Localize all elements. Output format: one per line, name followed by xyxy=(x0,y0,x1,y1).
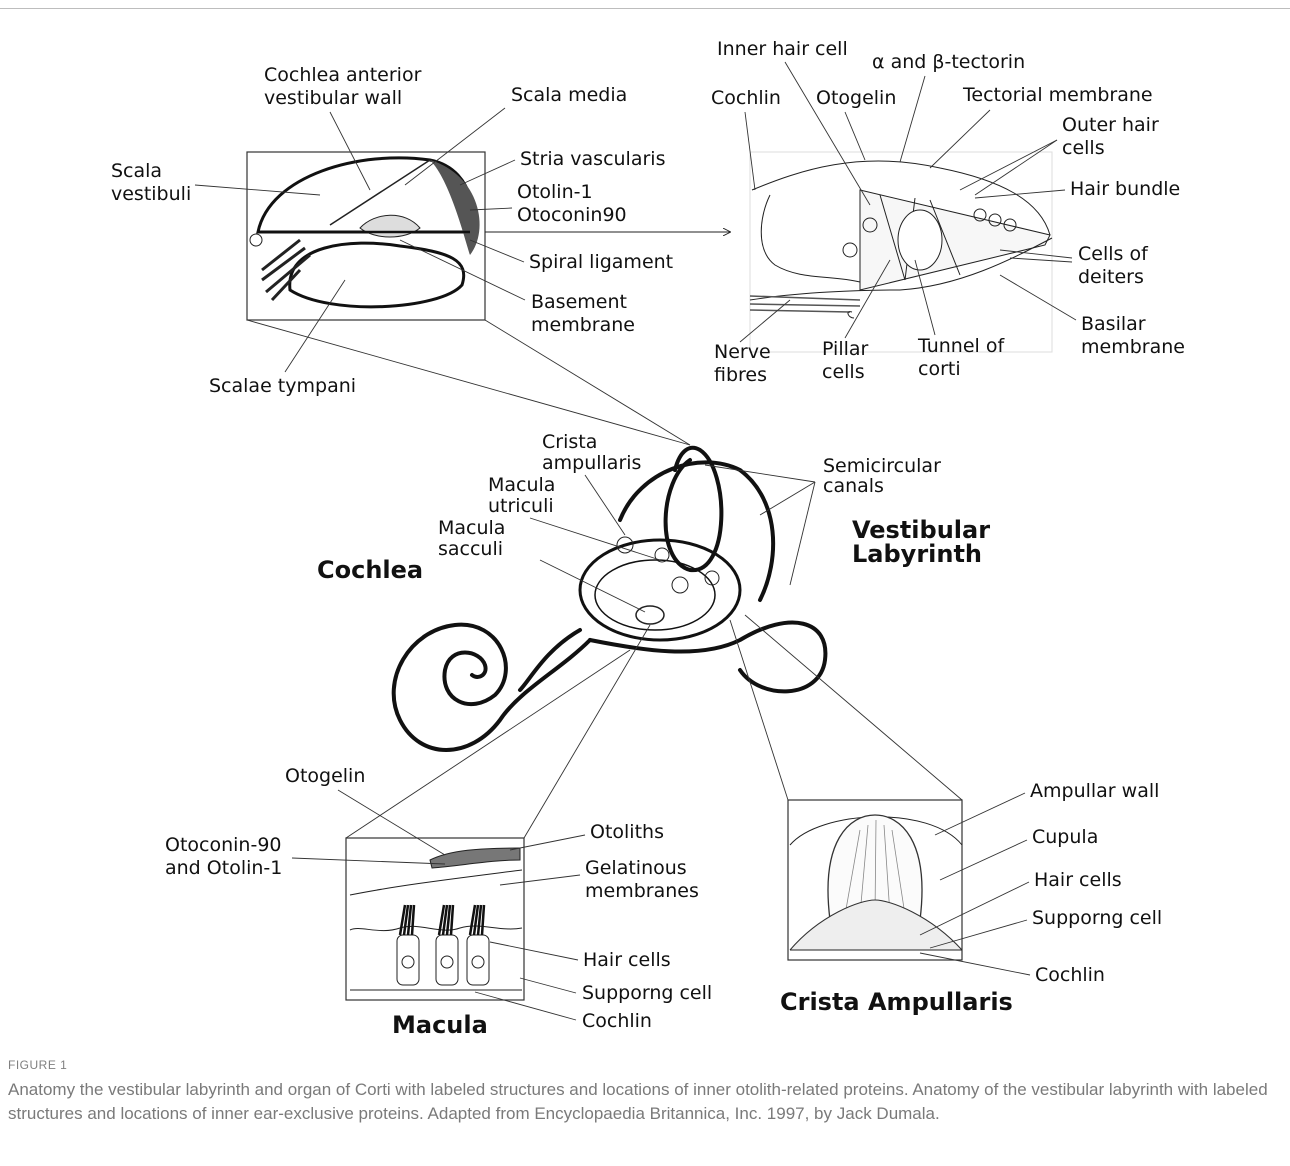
label-cochlea-anterior-1: Cochlea anterior xyxy=(264,64,422,86)
label-macula-hair-cells: Hair cells xyxy=(583,949,671,971)
label-tectorin: α and β-tectorin xyxy=(872,51,1025,73)
macula-panel xyxy=(346,838,524,1000)
figure-label: FIGURE 1 xyxy=(8,1058,67,1072)
label-crista-hair-cells: Hair cells xyxy=(1034,869,1122,891)
label-crista-supporting-cell: Supporng cell xyxy=(1032,907,1162,929)
label-vestibular-labyrinth-2: Labyrinth xyxy=(852,540,982,568)
label-otoconin90: Otoconin90 xyxy=(517,204,627,226)
label-cupula: Cupula xyxy=(1032,826,1098,848)
label-tectorial-membrane: Tectorial membrane xyxy=(962,84,1153,106)
label-gelatinous-membranes-2: membranes xyxy=(585,880,699,902)
label-basement-membrane-2: membrane xyxy=(531,314,635,336)
label-macula-utriculi-1: Macula xyxy=(488,474,555,496)
label-outer-hair-cells-1: Outer hair xyxy=(1062,114,1159,136)
label-spiral-ligament: Spiral ligament xyxy=(529,251,673,273)
label-gelatinous-membranes-1: Gelatinous xyxy=(585,857,687,879)
label-hair-bundle: Hair bundle xyxy=(1070,178,1180,200)
label-macula-sacculi-1: Macula xyxy=(438,517,505,539)
label-nerve-fibres-2: fibres xyxy=(714,364,767,386)
label-tunnel-of-corti-2: corti xyxy=(918,358,961,380)
inner-ear-drawing xyxy=(394,448,826,750)
label-outer-hair-cells-2: cells xyxy=(1062,137,1105,159)
label-cochlea: Cochlea xyxy=(317,556,423,584)
figure-caption: Anatomy the vestibular labyrinth and org… xyxy=(8,1078,1278,1126)
label-macula-cochlin: Cochlin xyxy=(582,1010,652,1032)
label-basilar-membrane-2: membrane xyxy=(1081,336,1185,358)
label-macula-supporting-cell: Supporng cell xyxy=(582,982,712,1004)
label-cochlin-corti: Cochlin xyxy=(711,87,781,109)
crista-panel xyxy=(788,800,962,960)
macula-title: Macula xyxy=(392,1011,488,1039)
label-otogelin-corti: Otogelin xyxy=(816,87,896,109)
label-crista-cochlin: Cochlin xyxy=(1035,964,1105,986)
label-basilar-membrane-1: Basilar xyxy=(1081,313,1146,335)
label-cochlea-anterior-2: vestibular wall xyxy=(264,87,402,109)
label-pillar-cells-1: Pillar xyxy=(822,338,869,360)
label-stria-vascularis: Stria vascularis xyxy=(520,148,665,170)
inner-ear-diagram: Cochlea anterior vestibular wall Scala m… xyxy=(0,0,1290,1040)
label-otoliths: Otoliths xyxy=(590,821,664,843)
label-macula-otogelin: Otogelin xyxy=(285,765,365,787)
label-scala-vestibuli-2: vestibuli xyxy=(111,183,191,205)
label-crista-ampullaris-2: ampullaris xyxy=(542,452,641,474)
label-basement-membrane-1: Basement xyxy=(531,291,627,313)
label-tunnel-of-corti-1: Tunnel of xyxy=(917,335,1005,357)
label-inner-hair-cell: Inner hair cell xyxy=(717,38,848,60)
label-pillar-cells-2: cells xyxy=(822,361,865,383)
label-macula-sacculi-2: sacculi xyxy=(438,538,503,560)
label-semicircular-canals-1: Semicircular xyxy=(823,455,941,477)
label-scala-vestibuli-1: Scala xyxy=(111,160,162,182)
label-semicircular-canals-2: canals xyxy=(823,475,884,497)
label-scala-media: Scala media xyxy=(511,84,627,106)
label-cells-of-deiters-2: deiters xyxy=(1078,266,1144,288)
label-otoconin-otolin-1: Otoconin-90 xyxy=(165,834,282,856)
label-cells-of-deiters-1: Cells of xyxy=(1078,243,1149,265)
organ-of-corti-panel xyxy=(750,152,1052,352)
label-macula-utriculi-2: utriculi xyxy=(488,495,554,517)
label-otolin-1: Otolin-1 xyxy=(517,181,593,203)
label-otoconin-otolin-2: and Otolin-1 xyxy=(165,857,282,879)
label-ampullar-wall: Ampullar wall xyxy=(1030,780,1159,802)
label-nerve-fibres-1: Nerve xyxy=(714,341,771,363)
label-crista-ampullaris-1: Crista xyxy=(542,431,597,453)
label-scalae-tympani: Scalae tympani xyxy=(209,375,356,397)
crista-title: Crista Ampullaris xyxy=(780,988,1013,1016)
cochlea-cross-section-panel xyxy=(247,152,485,320)
